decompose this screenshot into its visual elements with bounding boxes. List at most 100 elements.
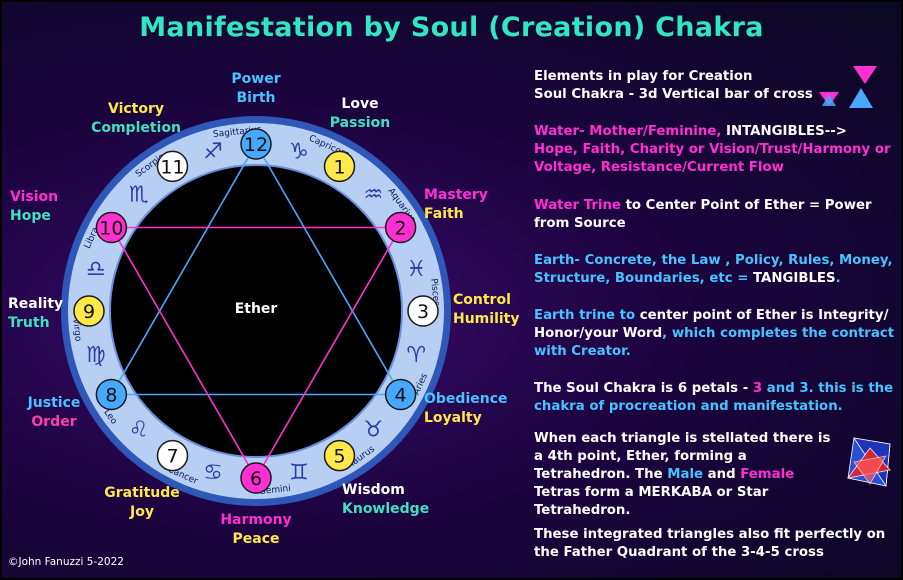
number-4-marker: 4 — [384, 378, 417, 411]
label-11-b: Completion — [91, 120, 181, 136]
number-10-text: 10 — [99, 218, 123, 240]
para-stellated-e: Tetras form a MERKABA or Star Tetrahedro… — [534, 485, 769, 518]
label-5-b: Knowledge — [342, 501, 430, 517]
label-12-a: Power — [231, 71, 281, 87]
label-11-a: Victory — [107, 101, 165, 117]
label-5-a: Wisdom — [342, 482, 405, 498]
para-elements: Elements in play for Creation Soul Chakr… — [534, 68, 896, 104]
para-earth-a: Earth- Concrete, the Law , Policy, Rules… — [534, 253, 893, 286]
number-7-circle — [156, 439, 189, 472]
label-9-a: Reality — [8, 296, 64, 312]
zodiac-virgo-label: Virgo — [70, 318, 82, 343]
para-earth-c: . — [835, 271, 841, 286]
label-1-b: Passion — [329, 115, 391, 131]
label-8-a: Justice — [27, 395, 81, 411]
label-7-a: Gratitude — [104, 485, 180, 501]
para-stellated: When each triangle is stellated there is… — [534, 430, 839, 520]
number-5-marker: 5 — [323, 439, 356, 472]
label-3-b: Humility — [453, 311, 520, 327]
zodiac-pisces-icon: ♓︎ — [406, 257, 426, 282]
number-5-circle — [323, 439, 356, 472]
label-9-b: Truth — [8, 315, 50, 331]
zodiac-leo-icon: ♌︎ — [129, 417, 149, 442]
number-4-text: 4 — [395, 385, 407, 407]
label-2-b: Faith — [424, 206, 464, 222]
number-11-text: 11 — [160, 156, 184, 178]
label-6-b: Peace — [232, 531, 280, 547]
para-soul-d: 3 — [799, 381, 809, 396]
zodiac-cancer-icon: ♋︎ — [203, 460, 223, 485]
zodiac-aries-icon: ♈︎ — [406, 343, 426, 368]
label-11: Victory Completion — [76, 100, 196, 138]
label-1: Love Passion — [320, 95, 400, 133]
para-earth-trine-c: , which completes the contract with Crea… — [534, 326, 895, 359]
number-12-text: 12 — [244, 134, 268, 156]
para-water-c: Hope, Faith, Charity or Vision/Trust/Har… — [534, 142, 891, 175]
copyright: ©John Fanuzzi 5-2022 — [8, 556, 124, 568]
number-7-text: 7 — [166, 446, 178, 468]
label-12-b: Birth — [236, 90, 276, 106]
label-4-b: Loyalty — [424, 410, 482, 426]
triangle-pair-icon — [819, 66, 877, 108]
number-1-text: 1 — [333, 156, 345, 178]
triangle-up — [110, 142, 402, 396]
para-elements-line2: Soul Chakra - 3d Vertical bar of cross — [534, 87, 813, 102]
para-integrated: These integrated triangles also fit perf… — [534, 526, 896, 562]
number-7-marker: 7 — [156, 439, 189, 472]
para-integrated-text: These integrated triangles also fit perf… — [534, 527, 886, 560]
para-water-trine: Water Trine to Center Point of Ether = P… — [534, 197, 896, 233]
para-stellated-c: and — [703, 467, 741, 482]
label-10-b: Hope — [10, 208, 51, 224]
center-label: Ether — [235, 301, 278, 317]
label-3: Control Humility — [453, 291, 523, 329]
number-8-circle — [95, 378, 128, 411]
para-water-a: Water- Mother/Feminine, — [534, 124, 727, 139]
para-soul-e: . this is the chakra of procreation and … — [534, 381, 894, 414]
para-soul-chakra: The Soul Chakra is 6 petals - 3 and 3. t… — [534, 380, 896, 416]
label-6-a: Harmony — [220, 512, 292, 528]
para-earth: Earth- Concrete, the Law , Policy, Rules… — [534, 252, 896, 288]
label-12: Power Birth — [216, 70, 296, 108]
para-earth-trine: Earth trine to center point of Ether is … — [534, 307, 896, 361]
para-earth-trine-a: Earth trine to — [534, 308, 636, 323]
number-3-text: 3 — [417, 301, 429, 323]
number-8-marker: 8 — [95, 378, 128, 411]
number-9-marker: 9 — [73, 295, 105, 327]
number-9-circle — [73, 295, 105, 327]
number-12-circle — [240, 128, 272, 160]
label-2: Mastery Faith — [424, 186, 498, 224]
page-title: Manifestation by Soul (Creation) Chakra — [139, 12, 764, 43]
para-stellated-b: Male — [667, 467, 704, 482]
number-8-text: 8 — [105, 385, 117, 407]
star-tetrahedron-icon — [847, 437, 891, 488]
label-1-a: Love — [341, 96, 379, 112]
inner-circle — [109, 164, 403, 458]
number-3-marker: 3 — [407, 295, 439, 327]
number-6-text: 6 — [250, 468, 262, 490]
label-2-a: Mastery — [424, 187, 488, 203]
zodiac-sagittarius-icon: ♐︎ — [203, 140, 223, 165]
number-5-text: 5 — [333, 446, 345, 468]
label-8-b: Order — [31, 414, 77, 430]
zodiac-libra-icon: ♎︎ — [86, 257, 106, 282]
para-water: Water- Mother/Feminine, INTANGIBLES--> H… — [534, 123, 896, 177]
number-4-circle — [384, 378, 417, 411]
number-9-text: 9 — [83, 301, 95, 323]
para-earth-trine-b: center point of Ether is Integrity/ Hono… — [534, 308, 889, 341]
number-2-circle — [384, 211, 417, 244]
para-earth-b: TANGIBLES — [753, 271, 836, 286]
number-2-marker: 2 — [384, 211, 417, 244]
number-1-marker: 1 — [323, 150, 356, 183]
zodiac-virgo-icon: ♍︎ — [86, 343, 106, 368]
number-6-marker: 6 — [240, 462, 272, 494]
label-5: Wisdom Knowledge — [342, 481, 432, 519]
label-7: Gratitude Joy — [96, 484, 188, 522]
number-11-circle — [156, 150, 189, 183]
number-6-circle — [240, 462, 272, 494]
number-3-circle — [407, 295, 439, 327]
number-1-circle — [323, 150, 356, 183]
label-3-a: Control — [453, 292, 511, 308]
